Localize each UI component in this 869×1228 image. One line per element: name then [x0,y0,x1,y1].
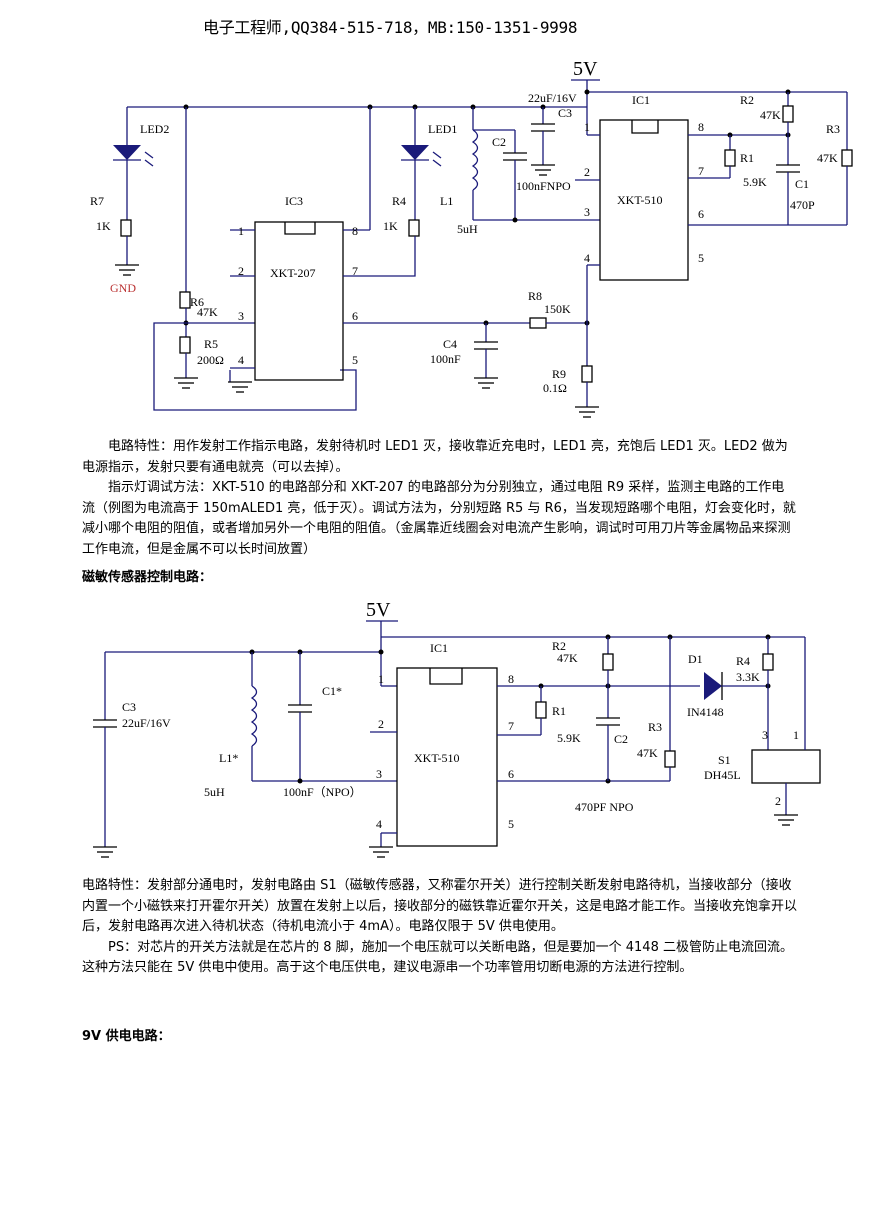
indicator-description: 电路特性：用作发射工作指示电路，发射待机时 LED1 灭，接收靠近充电时，LED… [82,437,797,560]
r3b-value: 47K [637,746,658,760]
r2b-label: R2 [552,639,566,653]
c1b-value: 100nF（NPO） [283,785,362,799]
r9-value: 0.1Ω [543,381,567,395]
r4b-label: R4 [736,654,750,668]
svg-text:5: 5 [698,251,704,265]
r1-value: 5.9K [743,175,767,189]
svg-text:3: 3 [584,205,590,219]
c4-label: C4 [443,337,457,351]
c1-label: C1 [795,177,809,191]
svg-text:8: 8 [508,672,514,686]
section-heading-hall: 磁敏传感器控制电路： [82,570,213,585]
ic1b-label: IC1 [430,641,448,655]
svg-text:1: 1 [793,728,799,742]
r2-label: R2 [740,93,754,107]
schematic-indicator-circuit: 5V LED2 R7 1K GND R6 47K R5 200Ω IC3 XKT… [90,58,853,418]
r1b-value: 5.9K [557,731,581,745]
circuit-characteristics: 电路特性：用作发射工作指示电路，发射待机时 LED1 灭，接收靠近充电时，LED… [82,439,788,475]
svg-text:1: 1 [584,120,590,134]
led2-label: LED2 [140,122,169,136]
svg-text:1: 1 [378,672,384,686]
r1b-label: R1 [552,704,566,718]
header-contact: 电子工程师,QQ384-515-718，MB:150-1351-9998 [203,18,578,37]
d1-label: D1 [688,652,703,666]
c2-value: 100nFNPO [516,179,571,193]
svg-text:4: 4 [376,817,382,831]
led1-label: LED1 [428,122,457,136]
hall-characteristics: 电路特性：发射部分通电时，发射电路由 S1（磁敏传感器，又称霍尔开关）进行控制关… [82,878,798,934]
c3b-value: 22uF/16V [122,716,171,730]
r4-value: 1K [383,219,398,233]
svg-text:6: 6 [698,207,704,221]
svg-text:7: 7 [508,719,514,733]
r8-label: R8 [528,289,542,303]
r8-value: 150K [544,302,571,316]
svg-text:7: 7 [698,164,704,178]
c4-value: 100nF [430,352,461,366]
c2b-label: C2 [614,732,628,746]
svg-text:4: 4 [238,353,244,367]
ic1-label: IC1 [632,93,650,107]
svg-text:1: 1 [238,224,244,238]
r6-label: R6 [190,295,204,309]
hall-ps-note: PS：对芯片的开关方法就是在芯片的 8 脚，施加一个电压就可以关断电路，但是要加… [82,939,793,976]
c3-value: 22uF/16V [528,91,577,105]
svg-text:8: 8 [352,224,358,238]
r3-value: 47K [817,151,838,165]
r3b-label: R3 [648,720,662,734]
debug-method: 指示灯调试方法：XKT-510 的电路部分和 XKT-207 的电路部分为分别独… [82,480,796,557]
r1-label: R1 [740,151,754,165]
r6-value: 47K [197,305,218,319]
l1b-value: 5uH [204,785,225,799]
r7-label: R7 [90,194,104,208]
r5-label: R5 [204,337,218,351]
ic3-label: IC3 [285,194,303,208]
d1-value: IN4148 [687,705,724,719]
svg-text:6: 6 [352,309,358,323]
svg-text:5: 5 [352,353,358,367]
c2-label: C2 [492,135,506,149]
c1b-label: C1* [322,684,342,698]
svg-text:2: 2 [584,165,590,179]
svg-text:6: 6 [508,767,514,781]
svg-text:2: 2 [378,717,384,731]
svg-text:2: 2 [238,264,244,278]
vcc2-label: 5V [366,599,391,621]
r7-value: 1K [96,219,111,233]
svg-text:5: 5 [508,817,514,831]
c3-label: C3 [558,106,572,120]
r9-label: R9 [552,367,566,381]
r2b-value: 47K [557,651,578,665]
svg-text:2: 2 [775,794,781,808]
hall-description: 电路特性：发射部分通电时，发射电路由 S1（磁敏传感器，又称霍尔开关）进行控制关… [82,876,797,979]
ic1-part: XKT-510 [617,193,663,207]
s1-label: S1 [718,753,731,767]
c2b-value: 470PF NPO [575,800,634,814]
svg-text:3: 3 [376,767,382,781]
r4b-value: 3.3K [736,670,760,684]
r5-value: 200Ω [197,353,224,367]
l1b-label: L1* [219,751,238,765]
svg-text:7: 7 [352,264,358,278]
ic1b-part: XKT-510 [414,751,460,765]
ic3-part: XKT-207 [270,266,316,280]
svg-text:3: 3 [238,309,244,323]
l1-label: L1 [440,194,453,208]
svg-text:3: 3 [762,728,768,742]
l1-value: 5uH [457,222,478,236]
svg-text:8: 8 [698,120,704,134]
c1-value: 470P [790,198,815,212]
svg-text:4: 4 [584,251,590,265]
r3-label: R3 [826,122,840,136]
r2-value: 47K [760,108,781,122]
schematic-hall-sensor-circuit: 5V C3 22uF/16V L1* 5uH C1* 100nF（NPO） IC… [93,599,821,858]
r4-label: R4 [392,194,406,208]
section-heading-9v: 9V 供电电路： [82,1029,171,1044]
s1-value: DH45L [704,768,741,782]
c3b-label: C3 [122,700,136,714]
gnd-label: GND [110,281,136,295]
vcc-label: 5V [573,58,598,80]
